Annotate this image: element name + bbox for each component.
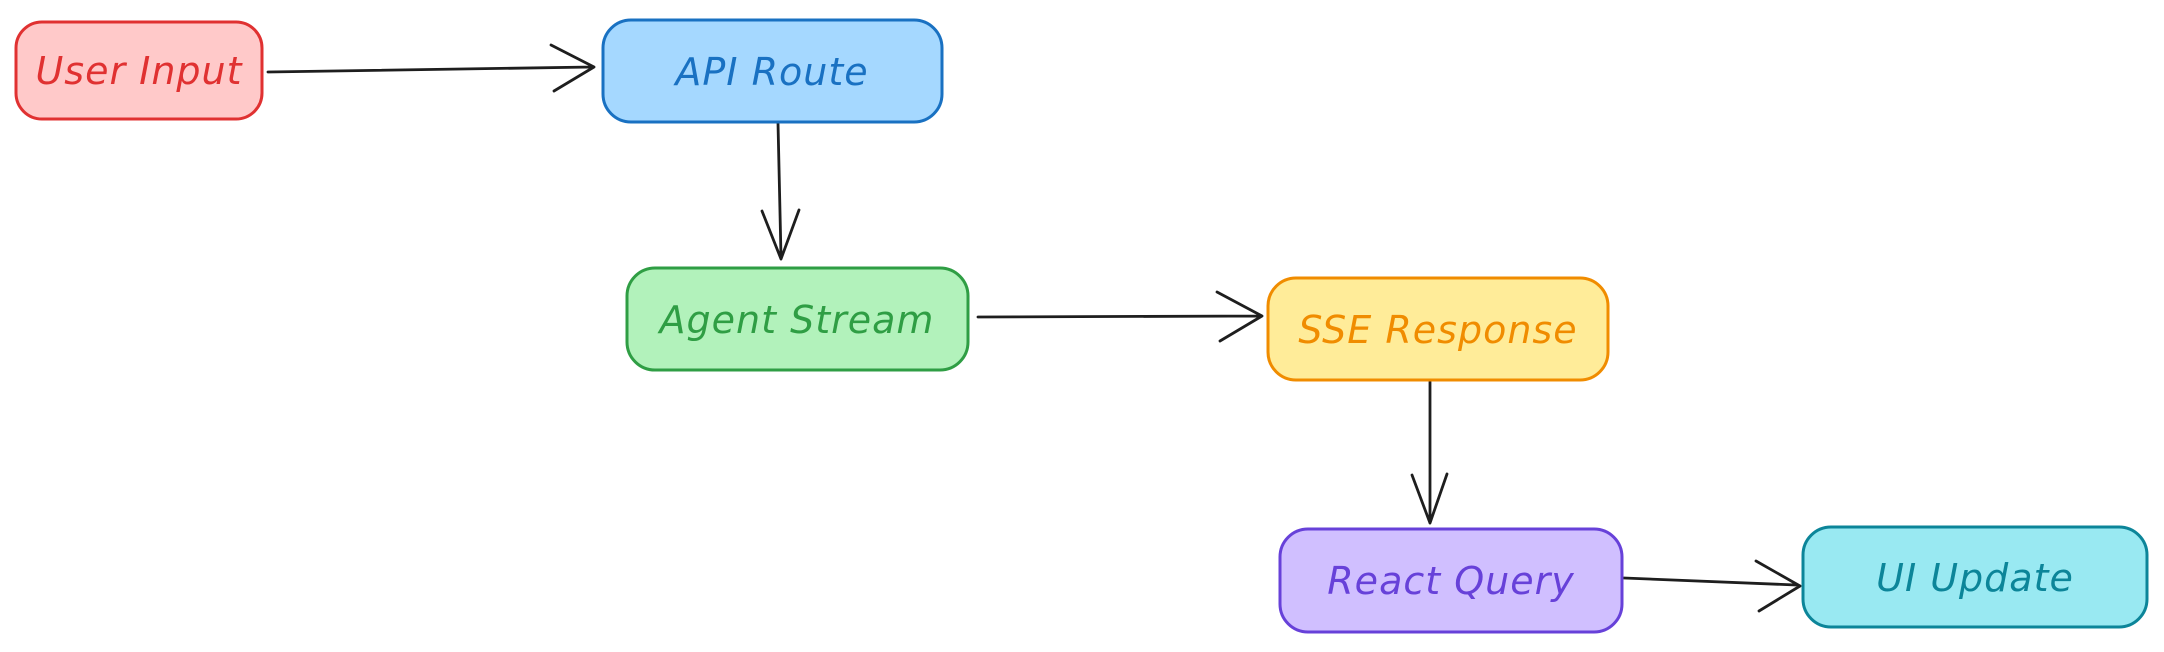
node-ui-update: UI Update bbox=[1801, 525, 2149, 629]
node-user-input: User Input bbox=[14, 20, 264, 121]
node-api-route-box bbox=[601, 18, 944, 124]
node-api-route: API Route bbox=[601, 18, 944, 124]
node-user-input-box bbox=[14, 20, 264, 121]
node-api-route-label: API Route bbox=[672, 50, 868, 94]
node-react-query-box bbox=[1278, 527, 1624, 634]
node-sse-response: SSE Response bbox=[1266, 276, 1610, 382]
node-ui-update-label: UI Update bbox=[1876, 556, 2074, 600]
edge-api-route-to-agent-stream bbox=[760, 121, 801, 261]
edge-react-query-to-ui-update bbox=[1622, 559, 1802, 613]
edge-agent-stream-to-sse-response bbox=[976, 290, 1264, 343]
node-agent-stream-label: Agent Stream bbox=[657, 298, 935, 342]
arrow-right-icon bbox=[266, 43, 596, 93]
arrow-down-icon bbox=[1410, 380, 1449, 525]
arrow-down-icon bbox=[760, 121, 801, 261]
node-ui-update-box bbox=[1801, 525, 2149, 629]
node-agent-stream: Agent Stream bbox=[625, 266, 970, 372]
arrow-right-icon bbox=[976, 290, 1264, 343]
node-sse-response-box bbox=[1266, 276, 1610, 382]
edge-sse-response-to-react-query bbox=[1410, 380, 1449, 525]
arrow-right-icon bbox=[1622, 559, 1802, 613]
node-react-query-label: React Query bbox=[1327, 559, 1574, 603]
node-agent-stream-box bbox=[625, 266, 970, 372]
edge-user-input-to-api-route bbox=[266, 43, 596, 93]
node-react-query: React Query bbox=[1278, 527, 1624, 634]
node-sse-response-label: SSE Response bbox=[1298, 308, 1577, 352]
node-user-input-label: User Input bbox=[35, 49, 243, 93]
